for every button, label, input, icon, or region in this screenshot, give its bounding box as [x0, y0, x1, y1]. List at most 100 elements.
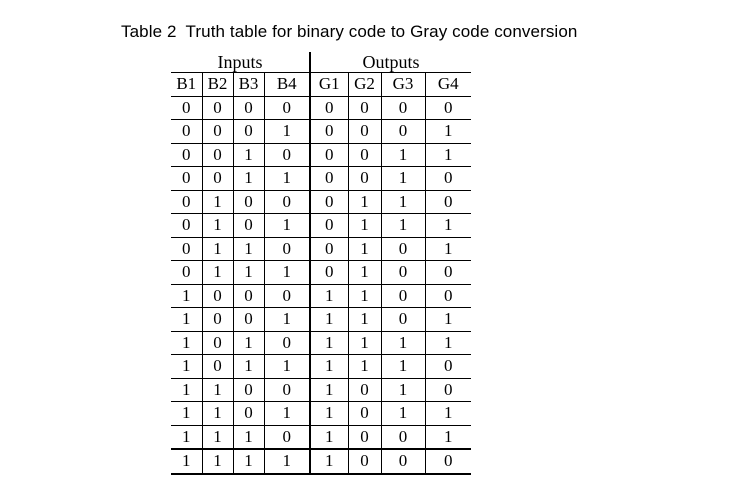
- table-cell-b2: 1: [201, 424, 233, 449]
- table-cell-g2: 1: [347, 330, 381, 355]
- table-cell-b1: 1: [171, 424, 202, 449]
- table-cell-b4: 0: [263, 377, 310, 402]
- table-cell-g1: 0: [309, 189, 348, 214]
- table-cell-b3: 0: [232, 283, 264, 308]
- table-cell-b3: 0: [232, 401, 264, 425]
- table-cell-g3: 0: [380, 260, 425, 284]
- table-cell-b1: 0: [171, 260, 202, 284]
- table-cell-b3: 1: [232, 260, 264, 284]
- table-cell-g2: 1: [347, 189, 381, 214]
- table-cell-g1: 1: [309, 377, 348, 402]
- table-cell-g1: 1: [309, 307, 348, 331]
- table-cell-b1: 0: [171, 166, 202, 190]
- table-cell-g2: 0: [347, 166, 381, 190]
- table-cell-g3: 1: [380, 142, 425, 167]
- table-cell-g2: 0: [347, 448, 381, 475]
- table-cell-g3: 1: [380, 401, 425, 425]
- column-header-g4: G4: [424, 72, 471, 97]
- table-cell-b1: 1: [171, 307, 202, 331]
- table-cell-g2: 1: [347, 260, 381, 284]
- table-cell-b4: 1: [263, 166, 310, 190]
- table-cell-g2: 1: [347, 236, 381, 261]
- table-cell-b2: 0: [201, 119, 233, 143]
- table-cell-b4: 1: [263, 213, 310, 237]
- table-cell-g1: 1: [309, 354, 348, 378]
- table-cell-b4: 0: [263, 236, 310, 261]
- table-cell-b4: 1: [263, 260, 310, 284]
- column-header-b3: B3: [232, 72, 264, 97]
- table-cell-b1: 1: [171, 377, 202, 402]
- column-header-b4: B4: [263, 72, 310, 97]
- table-cell-g1: 1: [309, 424, 348, 449]
- table-cell-g3: 0: [380, 283, 425, 308]
- table-cell-b3: 1: [232, 166, 264, 190]
- table-cell-g3: 0: [380, 424, 425, 449]
- table-cell-b1: 0: [171, 236, 202, 261]
- table-cell-b3: 0: [232, 189, 264, 214]
- table-cell-b4: 1: [263, 354, 310, 378]
- table-cell-b2: 1: [201, 213, 233, 237]
- table-cell-g3: 0: [380, 119, 425, 143]
- table-cell-g4: 1: [424, 213, 471, 237]
- column-header-b1: B1: [171, 72, 202, 97]
- group-header-row: Inputs Outputs: [171, 52, 471, 73]
- table-cell-b3: 0: [232, 213, 264, 237]
- table-cell-g3: 1: [380, 189, 425, 214]
- table-cell-b3: 0: [232, 95, 264, 120]
- table-cell-g2: 0: [347, 142, 381, 167]
- table-cell-g3: 0: [380, 236, 425, 261]
- table-cell-g2: 0: [347, 119, 381, 143]
- table-cell-b1: 1: [171, 330, 202, 355]
- table-cell-b2: 0: [201, 307, 233, 331]
- table-cell-g1: 1: [309, 283, 348, 308]
- table-cell-g4: 1: [424, 236, 471, 261]
- table-cell-g4: 0: [424, 377, 471, 402]
- table-cell-g2: 0: [347, 95, 381, 120]
- table-cell-g3: 1: [380, 330, 425, 355]
- table-cell-b1: 0: [171, 95, 202, 120]
- table-cell-g4: 1: [424, 307, 471, 331]
- table-cell-g4: 0: [424, 260, 471, 284]
- table-caption-label: Table 2: [121, 22, 177, 41]
- table-cell-g2: 1: [347, 283, 381, 308]
- table-cell-g4: 0: [424, 189, 471, 214]
- table-cell-b2: 1: [201, 377, 233, 402]
- table-cell-g4: 0: [424, 354, 471, 378]
- table-cell-b1: 0: [171, 189, 202, 214]
- table-cell-g3: 1: [380, 377, 425, 402]
- column-header-g1: G1: [309, 72, 348, 97]
- table-cell-b2: 0: [201, 142, 233, 167]
- table-cell-b4: 1: [263, 307, 310, 331]
- table-cell-b4: 0: [263, 330, 310, 355]
- table-cell-g4: 1: [424, 424, 471, 449]
- table-cell-b3: 0: [232, 377, 264, 402]
- table-cell-g3: 0: [380, 95, 425, 120]
- table-cell-g2: 0: [347, 424, 381, 449]
- table-cell-b1: 1: [171, 401, 202, 425]
- table-cell-g2: 0: [347, 401, 381, 425]
- table-cell-b3: 1: [232, 142, 264, 167]
- table-cell-g3: 1: [380, 166, 425, 190]
- table-cell-b2: 0: [201, 330, 233, 355]
- table-cell-b4: 0: [263, 95, 310, 120]
- table-cell-g1: 0: [309, 260, 348, 284]
- table-cell-g1: 0: [309, 119, 348, 143]
- group-header-outputs: Outputs: [309, 52, 471, 73]
- table-cell-b1: 1: [171, 354, 202, 378]
- table-cell-g4: 1: [424, 330, 471, 355]
- table-cell-b2: 0: [201, 354, 233, 378]
- table-cell-b4: 1: [263, 119, 310, 143]
- table-cell-b3: 0: [232, 119, 264, 143]
- table-cell-g4: 1: [424, 401, 471, 425]
- table-cell-b4: 0: [263, 424, 310, 449]
- table-cell-g1: 1: [309, 330, 348, 355]
